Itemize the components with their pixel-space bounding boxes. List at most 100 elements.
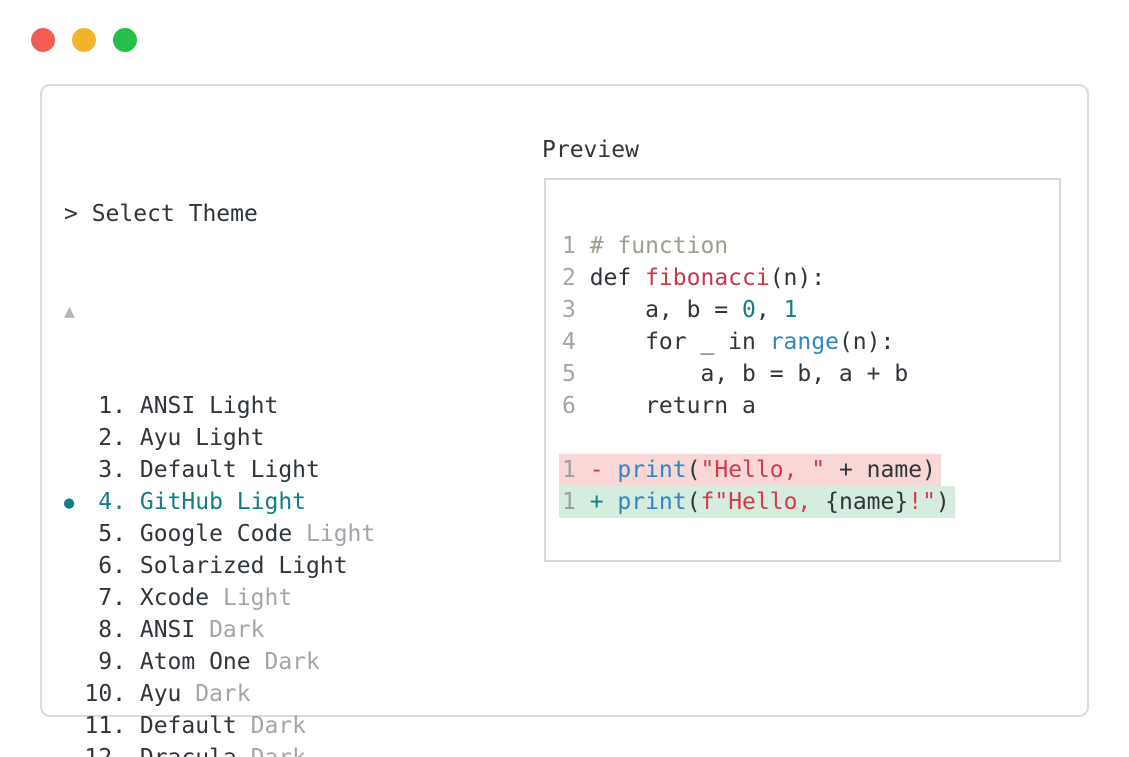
- token-ink: (n):: [769, 265, 826, 291]
- theme-item-name: ANSI: [139, 617, 196, 643]
- theme-item-variant: Dark: [237, 745, 306, 757]
- bullet-placeholder: [64, 583, 84, 615]
- theme-item-name: Dracula: [140, 745, 237, 757]
- theme-list-item-default[interactable]: 11. Default Dark: [64, 710, 881, 742]
- theme-list-pane: > Select Theme ▲ 1. ANSI Light 2. Ayu Lig…: [64, 134, 881, 757]
- diff-line-removed: 1- print("Hello, " + name): [559, 454, 1059, 486]
- theme-item-number: 7.: [98, 585, 126, 611]
- token-builtin: print: [617, 457, 687, 483]
- minimize-window-icon[interactable]: [72, 28, 96, 52]
- theme-list-item-ayu[interactable]: 10. Ayu Dark: [64, 678, 881, 710]
- bullet-placeholder: [64, 647, 84, 679]
- theme-list-item-github-light[interactable]: ●4. GitHub Light: [64, 486, 881, 518]
- theme-item-variant: Light: [292, 521, 376, 547]
- bullet-placeholder: [64, 391, 84, 423]
- line-number: 5: [562, 361, 576, 387]
- code-line: 5 a, b = b, a + b: [562, 358, 1059, 390]
- token-ink: a, b = b, a + b: [589, 361, 909, 387]
- theme-item-name: Ayu Light: [139, 425, 265, 451]
- theme-item-name: Default: [139, 713, 237, 739]
- token-ink: a, b =: [589, 297, 743, 323]
- token-str: !": [908, 489, 936, 515]
- theme-item-number: 3.: [98, 457, 126, 483]
- line-number: 2: [562, 265, 576, 291]
- diff-line-added: 1 + print(f"Hello, {name}!"): [559, 486, 1059, 518]
- token-str: "Hello, ": [700, 457, 826, 483]
- token-str: f"Hello,: [700, 489, 826, 515]
- token-ink: (: [686, 489, 701, 515]
- theme-item-number: 9.: [98, 649, 126, 675]
- theme-items: 1. ANSI Light 2. Ayu Light 3. Default Li…: [64, 390, 881, 757]
- prompt-marker: >: [64, 201, 78, 227]
- theme-item-name: Google Code: [139, 521, 293, 547]
- token-fn: fibonacci: [645, 265, 770, 291]
- code-line: 1 # function: [562, 230, 1059, 262]
- code-line: 4 for _ in range(n):: [562, 326, 1059, 358]
- theme-item-number: 4.: [98, 489, 126, 515]
- theme-list-item-solarized-light[interactable]: 6. Solarized Light: [64, 550, 881, 582]
- code-line: 6 return a: [562, 390, 1059, 422]
- token-ink: def: [589, 265, 646, 291]
- preview-title: Preview: [542, 137, 639, 163]
- line-number: 4: [562, 329, 576, 355]
- page-title: Select Theme: [91, 201, 258, 227]
- theme-item-name: Atom One: [139, 649, 251, 675]
- bullet-placeholder: [64, 423, 84, 455]
- code-line: 3 a, b = 0, 1: [562, 294, 1059, 326]
- line-number: 6: [562, 393, 576, 419]
- bullet-placeholder: [64, 679, 84, 711]
- close-window-icon[interactable]: [31, 28, 55, 52]
- bullet-placeholder: [64, 615, 84, 647]
- theme-list-item-ansi[interactable]: 8. ANSI Dark: [64, 614, 881, 646]
- line-number: 3: [562, 297, 576, 323]
- theme-list-item-default-light[interactable]: 3. Default Light: [64, 454, 881, 486]
- token-numlit: 0: [742, 297, 756, 323]
- bullet-placeholder: [64, 455, 84, 487]
- token-minus: -: [589, 457, 618, 483]
- theme-item-number: 8.: [98, 617, 126, 643]
- theme-item-variant: Dark: [236, 713, 307, 739]
- theme-item-name: ANSI Light: [139, 393, 279, 419]
- zoom-window-icon[interactable]: [113, 28, 137, 52]
- theme-item-variant: Dark: [181, 681, 251, 707]
- theme-list-item-dracula[interactable]: 12. Dracula Dark: [64, 742, 881, 757]
- scroll-up-row[interactable]: ▲: [64, 294, 881, 326]
- token-ink: return a: [589, 393, 756, 419]
- theme-list-item-xcode[interactable]: 7. Xcode Light: [64, 582, 881, 614]
- token-comment: # function: [589, 233, 729, 259]
- theme-item-name: Ayu: [139, 681, 182, 707]
- scroll-up-icon[interactable]: ▲: [64, 301, 75, 322]
- token-ink: {name}: [825, 489, 909, 515]
- code-blank-line: [562, 422, 1059, 454]
- theme-picker-dialog: > Select Theme ▲ 1. ANSI Light 2. Ayu Lig…: [40, 84, 1089, 757]
- token-builtin: range: [769, 329, 839, 355]
- theme-item-variant: Light: [209, 585, 293, 611]
- selected-bullet-icon: ●: [64, 493, 75, 513]
- bullet-placeholder: [64, 711, 84, 743]
- dialog-title-row: > Select Theme: [64, 198, 881, 230]
- theme-list-item-google-code[interactable]: 5. Google Code Light: [64, 518, 881, 550]
- window-controls: [31, 28, 137, 52]
- token-ink: ): [935, 489, 950, 515]
- theme-item-number: 11.: [84, 713, 127, 739]
- line-number: 1: [562, 489, 576, 515]
- line-number: 1: [562, 233, 576, 259]
- theme-item-number: 2.: [98, 425, 126, 451]
- theme-item-name: Default Light: [139, 457, 320, 483]
- bullet-placeholder: [64, 551, 84, 583]
- token-builtin: print: [617, 489, 687, 515]
- theme-item-number: 10.: [84, 681, 127, 707]
- theme-list-item-ansi-light[interactable]: 1. ANSI Light: [64, 390, 881, 422]
- token-plus: +: [589, 489, 618, 515]
- theme-list-item-atom-one[interactable]: 9. Atom One Dark: [64, 646, 881, 678]
- theme-item-number: 1.: [98, 393, 126, 419]
- bullet-placeholder: [64, 743, 84, 757]
- theme-item-variant: Dark: [250, 649, 320, 675]
- token-ink: (n):: [838, 329, 895, 355]
- theme-list-item-ayu-light[interactable]: 2. Ayu Light: [64, 422, 881, 454]
- theme-item-number: 6.: [98, 553, 126, 579]
- token-numlit: 1: [783, 297, 798, 323]
- token-ink: ,: [755, 297, 784, 323]
